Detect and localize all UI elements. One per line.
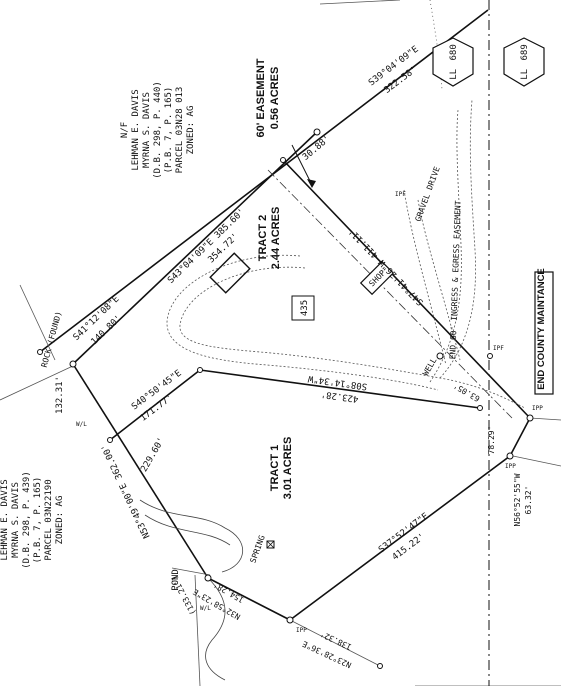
land-lot-number: 680: [449, 44, 459, 60]
shop-footprint: [359, 260, 395, 296]
svg-text:(P.B. 7, P. 165): (P.B. 7, P. 165): [164, 87, 174, 174]
ingress-easement-label: END 60' INGRESS & EGRESS EASEMENT: [448, 200, 463, 359]
monument-marker: [313, 128, 321, 136]
monument-marker: [197, 367, 203, 373]
land-lot-prefix: LL: [449, 69, 459, 80]
house-footprint: [209, 252, 251, 294]
monuments: [37, 128, 534, 669]
parcel-number: 435: [300, 300, 310, 316]
monument-marker: [506, 452, 514, 460]
gravel-drive: [166, 99, 526, 409]
svg-text:(D.B. 298, P. 439): (D.B. 298, P. 439): [22, 471, 32, 569]
land-lot-680-marker: LL 680: [432, 37, 474, 87]
parcel-number-box: [291, 295, 315, 321]
road-label: END COUNTY MAINTANCE: [536, 268, 547, 390]
pond-label: POND: [171, 569, 181, 591]
ipp-label: IPP: [505, 463, 516, 470]
spring-label: SPRING: [248, 534, 266, 564]
ipp-label: IPP: [296, 627, 307, 634]
wl-label: W/L: [76, 421, 87, 428]
svg-text:(D.B. 298, P. 440): (D.B. 298, P. 440): [153, 81, 163, 179]
svg-text:LEHMAN E. DAVIS: LEHMAN E. DAVIS: [0, 479, 10, 560]
svg-text:N/F: N/F: [120, 122, 130, 138]
well-marker: [436, 352, 444, 360]
ipf-label: IPF: [493, 345, 504, 352]
monument-marker: [487, 353, 493, 359]
tract-1-area: 3.01 ACRES: [282, 437, 294, 500]
gravel-drive-label: GRAVEL DRIVE: [414, 165, 442, 223]
monument-marker: [107, 437, 113, 443]
land-lot-prefix: LL: [520, 69, 530, 80]
distance-label: 132.31': [55, 376, 65, 414]
svg-text:ZONED: AG: ZONED: AG: [55, 496, 65, 545]
tract-1-name: TRACT 1: [269, 445, 281, 491]
monument-marker: [69, 360, 77, 368]
monument-marker: [204, 574, 212, 582]
monument-marker: [377, 663, 383, 669]
easement-arrow: [291, 144, 313, 186]
svg-text:LL 680: LL 680: [449, 44, 459, 80]
ipf-label: IPF: [395, 191, 406, 198]
svg-text:(P.B. 7, P. 165): (P.B. 7, P. 165): [33, 477, 43, 564]
monument-marker: [526, 414, 534, 422]
svg-text:LL 689: LL 689: [520, 44, 530, 80]
distance-label: 229.60': [139, 436, 167, 474]
ipp-label: IPP: [532, 405, 543, 412]
bearing-label: S47°41'26"W 411.11': [347, 226, 426, 307]
rock-found-label: ROCK (FOUND): [40, 310, 64, 368]
svg-text:LEHMAN E. DAVIS: LEHMAN E. DAVIS: [131, 89, 141, 170]
road-label-box: [534, 271, 554, 395]
land-lot-689-marker: LL 689: [503, 37, 545, 87]
monument-marker: [477, 405, 483, 411]
tract-2-name: TRACT 2: [257, 215, 269, 261]
well-label: WELL: [421, 356, 439, 377]
neighbor-north-label: N/F LEHMAN E. DAVIS MYRNA S. DAVIS (D.B.…: [120, 81, 196, 179]
svg-text:MYRNA S. DAVIS: MYRNA S. DAVIS: [11, 482, 21, 558]
monument-marker: [280, 157, 286, 163]
boundary-lines: [39, 9, 531, 621]
land-lot-number: 689: [520, 44, 530, 60]
monument-marker: [286, 616, 294, 624]
distance-label: 63.32': [524, 486, 533, 515]
svg-text:ZONED: AG: ZONED: AG: [186, 106, 196, 155]
tract-2-area: 2.44 ACRES: [270, 207, 282, 270]
spring-marker: [266, 540, 275, 549]
svg-text:MYRNA S. DAVIS: MYRNA S. DAVIS: [142, 92, 152, 168]
monument-marker: [37, 349, 43, 355]
svg-text:PARCEL 03N28 013: PARCEL 03N28 013: [175, 87, 185, 174]
creek-lines: [139, 499, 243, 681]
easement-area: 0.56 ACRES: [269, 67, 281, 130]
distance-label: 78.29': [487, 426, 496, 455]
neighbor-west-label: LEHMAN E. DAVIS MYRNA S. DAVIS (D.B. 298…: [0, 471, 65, 569]
easement-title: 60' EASEMENT: [255, 58, 267, 137]
easement-centerline: [267, 169, 513, 419]
bearing-label: N56°52'55"W: [513, 473, 522, 526]
wl-label: W/L: [200, 605, 211, 612]
svg-text:PARCEL 03N22190: PARCEL 03N22190: [44, 479, 54, 560]
bearing-label: N53°49'00"E 362.00': [100, 442, 153, 540]
